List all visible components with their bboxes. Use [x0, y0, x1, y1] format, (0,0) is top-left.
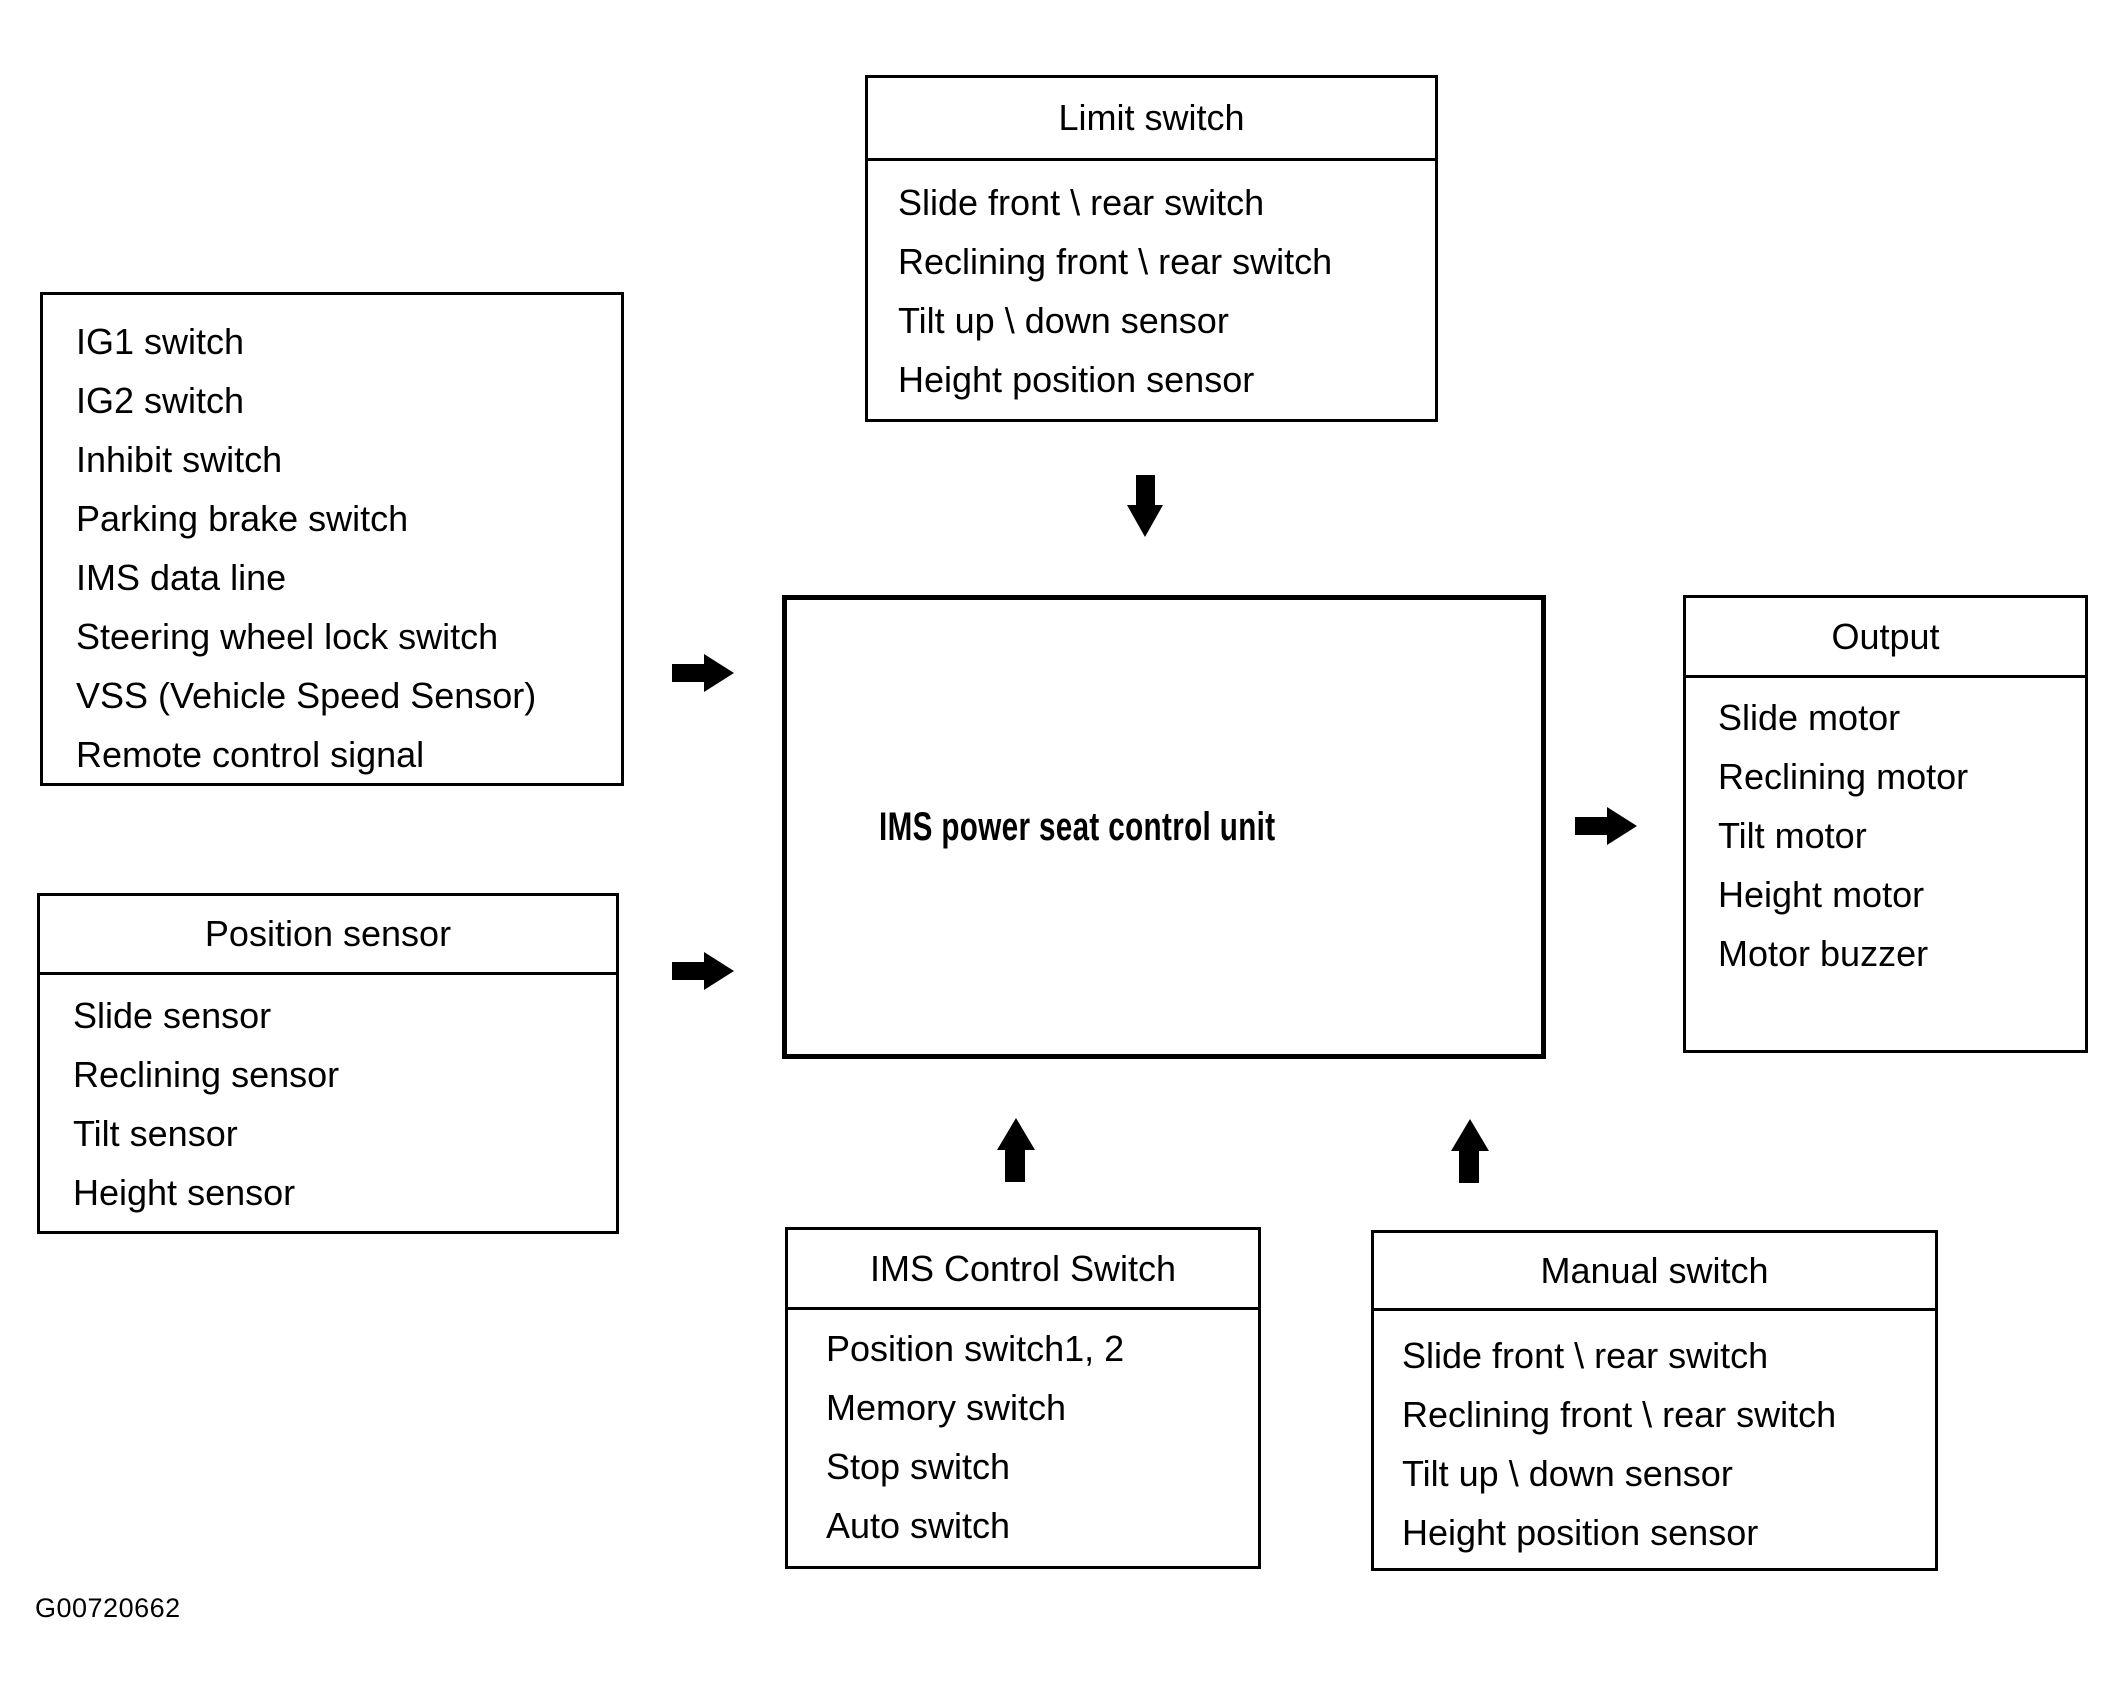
list-item: Reclining front \ rear switch	[898, 241, 1333, 282]
list-item: Height position sensor	[898, 359, 1255, 400]
list-item: Height position sensor	[1402, 1512, 1759, 1553]
up-arrow-icon-ims-control-switch-to-control-unit	[997, 1118, 1035, 1182]
list-item: Slide front \ rear switch	[898, 182, 1265, 223]
right-arrow-icon-inputs-to-control-unit	[672, 654, 734, 692]
output-box-title: Output	[1686, 598, 2085, 678]
list-item: Position switch1, 2	[826, 1328, 1125, 1369]
control-unit-title: IMS power seat control unit	[879, 804, 1276, 849]
list-item: IG2 switch	[76, 380, 245, 421]
list-item: Reclining motor	[1718, 756, 1969, 797]
list-item: Remote control signal	[76, 734, 425, 775]
down-arrow-icon-limit-switch-to-control-unit	[1127, 475, 1163, 537]
list-item: Stop switch	[826, 1446, 1011, 1487]
list-item: Motor buzzer	[1718, 933, 1929, 974]
position-sensor-box: Position sensor Slide sensor Reclining s…	[37, 893, 619, 1234]
up-arrow-icon-manual-switch-to-control-unit	[1451, 1119, 1489, 1183]
position-sensor-list: Slide sensor Reclining sensor Tilt senso…	[40, 975, 616, 1222]
output-box: Output Slide motor Reclining motor Tilt …	[1683, 595, 2088, 1053]
list-item: VSS (Vehicle Speed Sensor)	[76, 675, 537, 716]
limit-switch-box-title: Limit switch	[868, 78, 1435, 161]
limit-switch-box: Limit switch Slide front \ rear switch R…	[865, 75, 1438, 422]
list-item: IG1 switch	[76, 321, 245, 362]
list-item: Reclining sensor	[73, 1054, 340, 1095]
list-item: Slide front \ rear switch	[1402, 1335, 1769, 1376]
ims-control-switch-box: IMS Control Switch Position switch1, 2 M…	[785, 1227, 1261, 1569]
input-signals-list: IG1 switch IG2 switch Inhibit switch Par…	[43, 295, 621, 784]
list-item: Slide motor	[1718, 697, 1901, 738]
list-item: Tilt motor	[1718, 815, 1867, 856]
input-signals-box: IG1 switch IG2 switch Inhibit switch Par…	[40, 292, 624, 786]
ims-control-switch-list: Position switch1, 2 Memory switch Stop s…	[788, 1310, 1258, 1555]
list-item: Reclining front \ rear switch	[1402, 1394, 1837, 1435]
list-item: Height sensor	[73, 1172, 296, 1213]
control-unit-box: IMS power seat control unit	[782, 595, 1546, 1059]
limit-switch-list: Slide front \ rear switch Reclining fron…	[868, 161, 1435, 409]
output-list: Slide motor Reclining motor Tilt motor H…	[1686, 678, 2085, 983]
position-sensor-box-title: Position sensor	[40, 896, 616, 975]
right-arrow-icon-position-sensor-to-control-unit	[672, 952, 734, 990]
list-item: Tilt up \ down sensor	[1402, 1453, 1733, 1494]
list-item: IMS data line	[76, 557, 287, 598]
manual-switch-list: Slide front \ rear switch Reclining fron…	[1374, 1311, 1935, 1562]
list-item: Inhibit switch	[76, 439, 283, 480]
manual-switch-box-title: Manual switch	[1374, 1233, 1935, 1311]
list-item: Height motor	[1718, 874, 1925, 915]
list-item: Tilt up \ down sensor	[898, 300, 1229, 341]
list-item: Auto switch	[826, 1505, 1011, 1546]
control-unit-body: IMS power seat control unit	[787, 600, 1541, 1054]
list-item: Slide sensor	[73, 995, 272, 1036]
list-item: Tilt sensor	[73, 1113, 238, 1154]
list-item: Steering wheel lock switch	[76, 616, 499, 657]
list-item: Parking brake switch	[76, 498, 409, 539]
list-item: Memory switch	[826, 1387, 1067, 1428]
figure-id-label: G00720662	[35, 1593, 181, 1623]
manual-switch-box: Manual switch Slide front \ rear switch …	[1371, 1230, 1938, 1571]
right-arrow-icon-control-unit-to-output	[1575, 807, 1637, 845]
ims-control-switch-box-title: IMS Control Switch	[788, 1230, 1258, 1310]
